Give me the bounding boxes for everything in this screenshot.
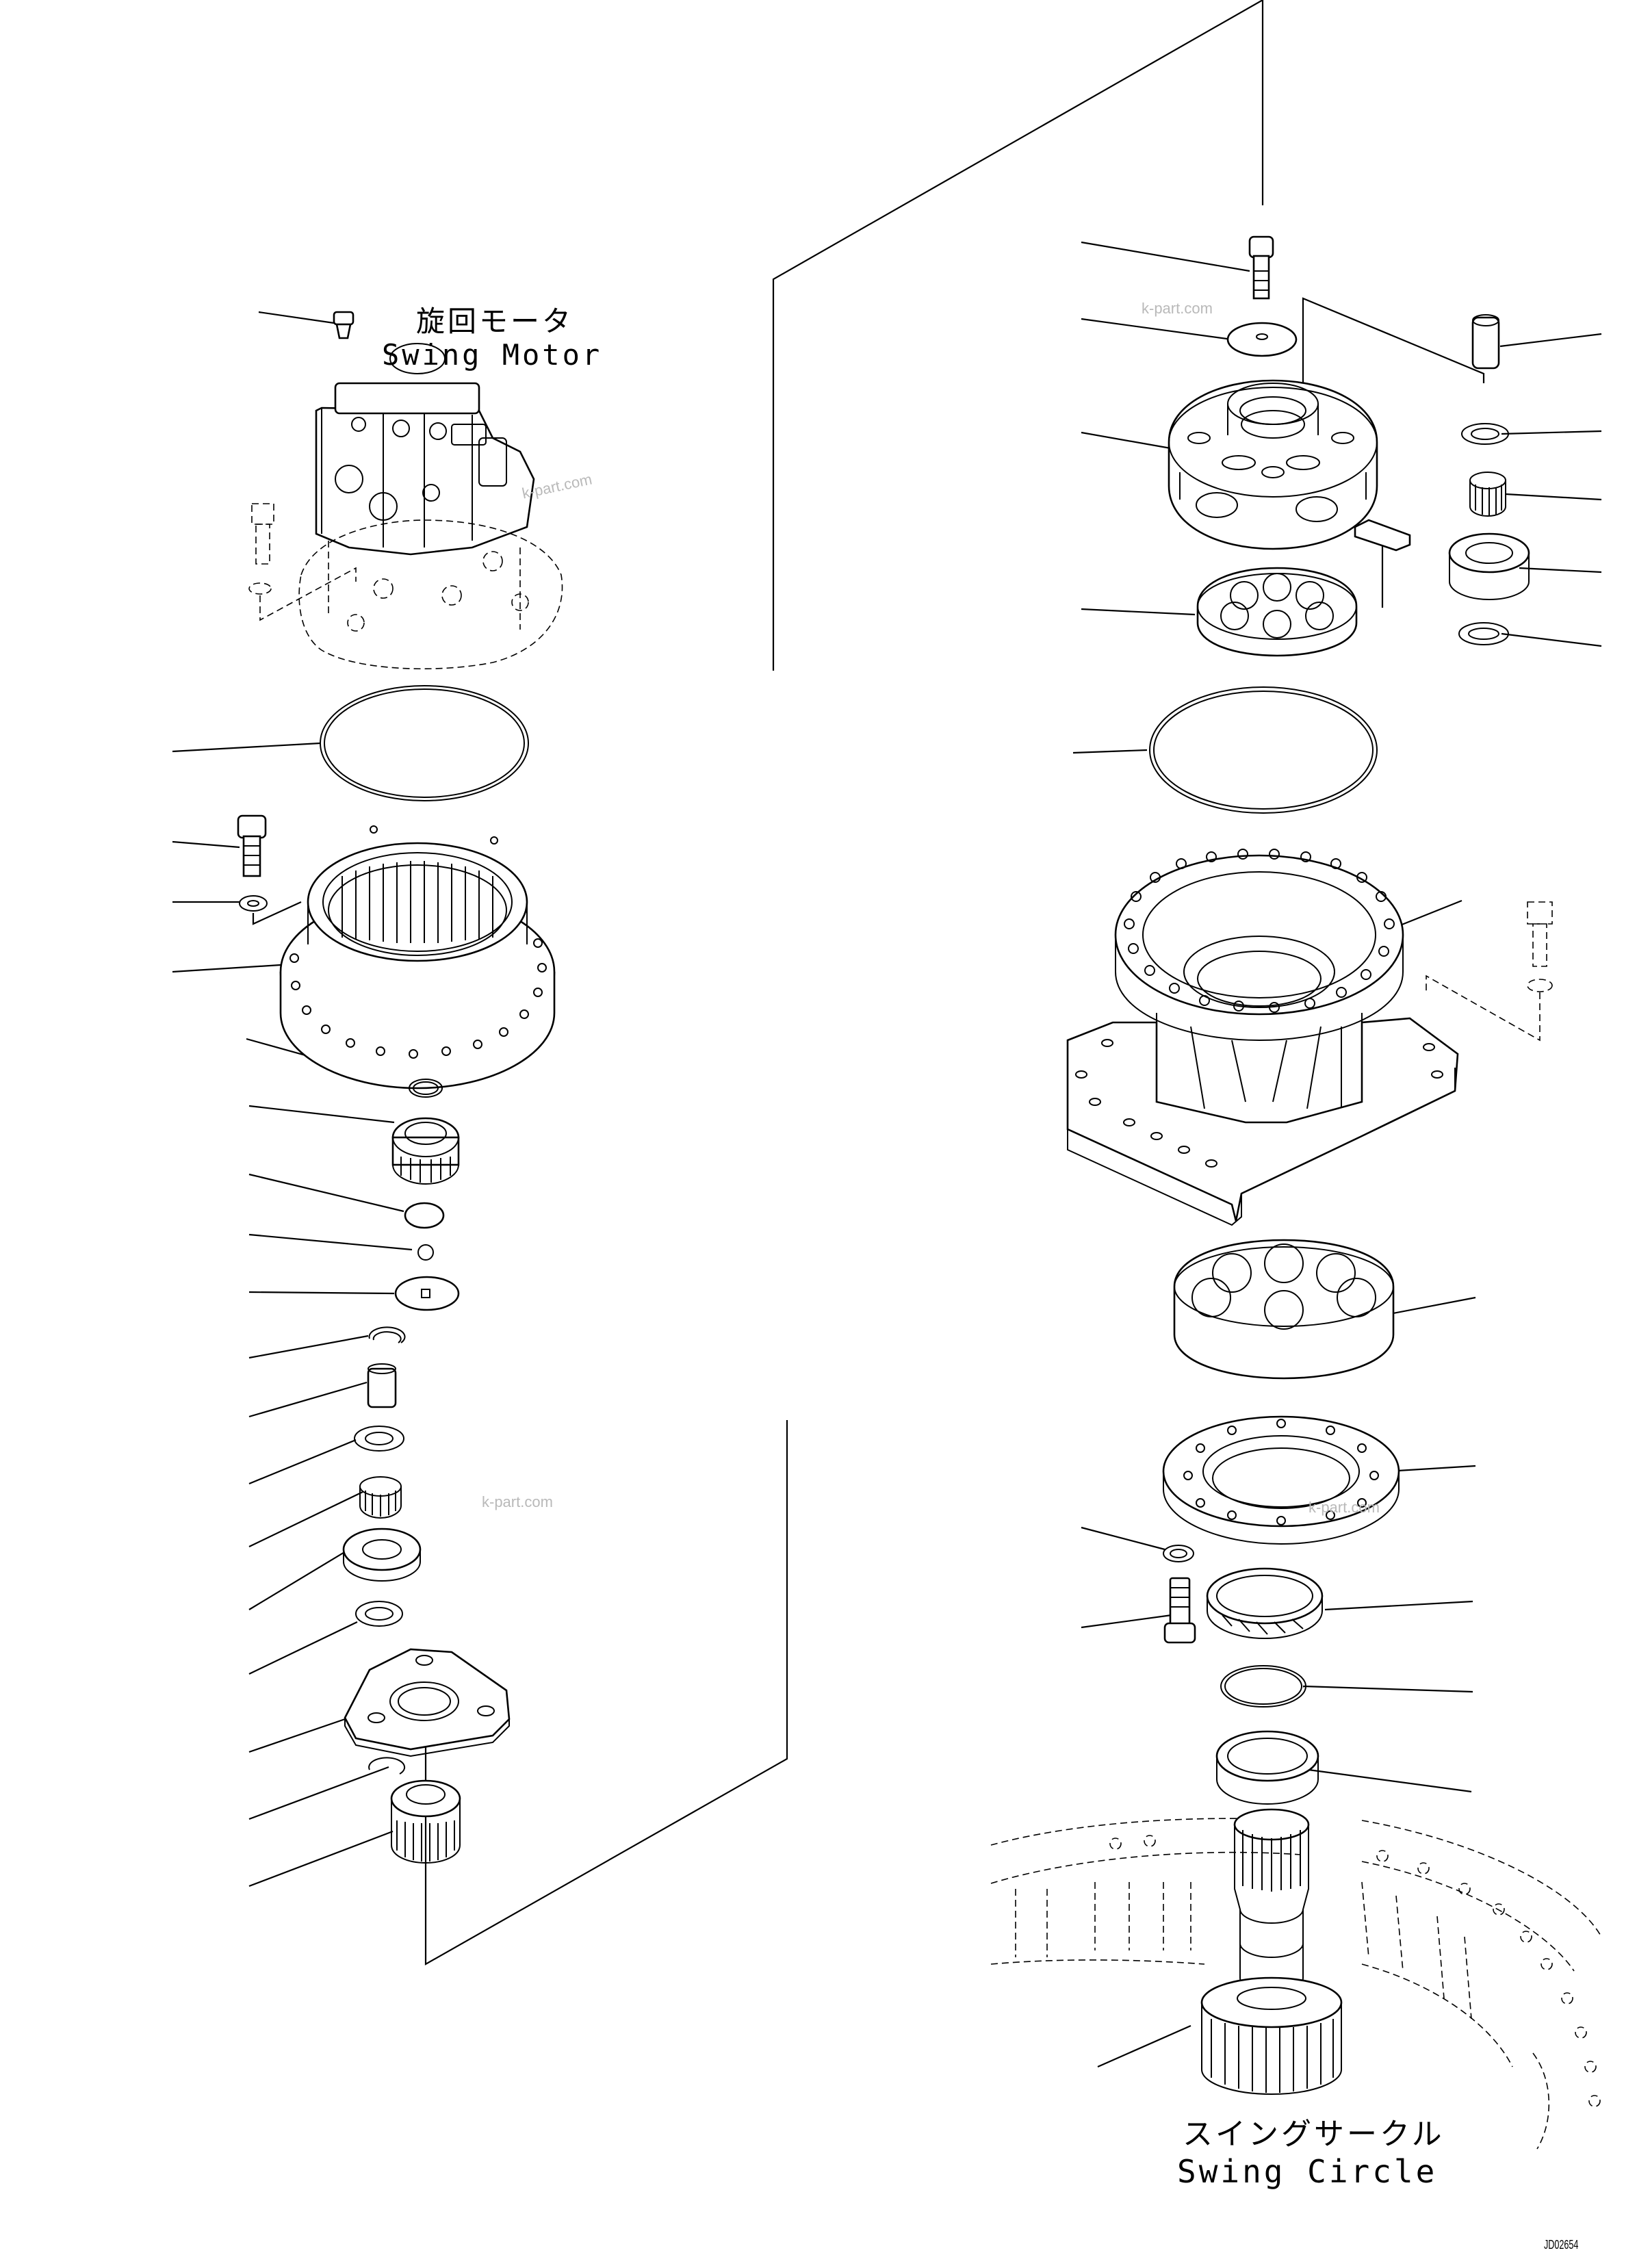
planet-gear-2	[1448, 532, 1530, 601]
watermark: k-part.com	[482, 1493, 553, 1510]
pinion-shaft	[1200, 1808, 1343, 2096]
oil-seal	[1206, 1567, 1324, 1640]
right-column-parts	[990, 235, 1602, 2150]
swing-circle-label-en: Swing Circle	[1177, 2153, 1438, 2190]
vent-plug-icon	[333, 311, 355, 339]
bearing-1	[391, 1117, 460, 1185]
needle-bearing-2	[1469, 472, 1506, 517]
bolt-icon-lower	[1163, 1577, 1196, 1644]
drawing-code: JD02654	[1544, 2238, 1579, 2252]
planet-carrier-2	[1168, 379, 1378, 550]
bolt-icon-top	[1248, 235, 1274, 300]
swing-machinery-housing	[1066, 849, 1459, 1226]
swing-circle-ring	[990, 1818, 1602, 2150]
sun-gear-1	[390, 1779, 461, 1864]
bearing-retainer	[1162, 1415, 1400, 1545]
ring-gear-housing	[279, 825, 556, 1090]
swing-circle-label-jp: スイングサークル	[1183, 2117, 1445, 2152]
ball-cage-large	[1173, 1239, 1395, 1380]
spacer-collar	[1215, 1730, 1319, 1805]
planet-gear-1	[342, 1528, 422, 1582]
swing-motor-label-en: Swing Motor	[382, 338, 603, 372]
swing-motor-drawing	[248, 311, 563, 670]
o-ring-large	[320, 685, 529, 801]
needle-bearing-1	[359, 1476, 402, 1519]
ball-cage-small	[1196, 567, 1358, 657]
bolt-icon	[237, 814, 267, 877]
watermark: k-part.com	[1142, 300, 1213, 317]
leader-lines-left	[172, 311, 413, 1887]
leader-lines-right	[1072, 241, 1602, 2068]
left-column-parts	[237, 685, 556, 1864]
watermark: k-part.com	[1309, 1499, 1380, 1516]
swing-motor-label-jp: 旋回モータ	[416, 305, 574, 338]
carrier-plate-1	[344, 1648, 511, 1757]
